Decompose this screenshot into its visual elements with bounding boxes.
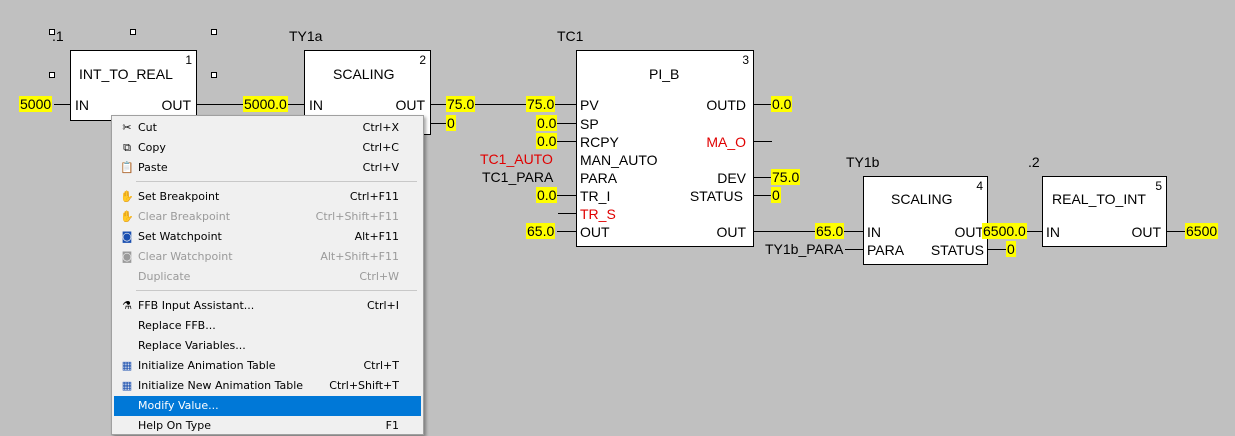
value-b4-in[interactable]: 65.0 [815,223,845,239]
block-number: 3 [742,53,749,67]
pin-man-auto[interactable]: MAN_AUTO [580,152,658,168]
clear-watchpoint-icon: ◙ [121,250,133,263]
menu-separator [136,290,417,291]
value-b1-in[interactable]: 5000 [19,96,53,112]
pin-tr-s[interactable]: TR_S [580,206,616,222]
menu-item-help-on-type[interactable]: Help On Type F1 [138,419,399,432]
real-to-int-block[interactable]: REAL_TO_INT 5 IN OUT [1042,176,1167,247]
watchpoint-icon: ◙ [121,230,133,243]
selection-handle[interactable] [211,72,217,78]
scaling-block-2[interactable]: SCALING 4 IN PARA OUT STATUS [863,176,988,265]
pin-in[interactable]: IN [309,97,323,113]
breakpoint-icon: ✋ [120,190,134,203]
menu-item-cut[interactable]: ✂ Cut Ctrl+X [114,118,421,138]
value-b3-sp[interactable]: 0.0 [536,115,558,131]
menu-item-clear-breakpoint[interactable]: ✋ Clear Breakpoint Ctrl+Shift+F11 [120,210,399,223]
block-instance-name: TC1 [557,28,584,44]
value-b3-rcpy[interactable]: 0.0 [536,133,558,149]
context-menu[interactable]: ✂ Cut Ctrl+X ⧉ Copy Ctrl+C 📋 Paste Ctrl+… [111,115,424,435]
menu-item-modify-value[interactable]: Modify Value... [114,396,421,416]
menu-item-set-breakpoint[interactable]: ✋ Set Breakpoint Ctrl+F11 [120,190,399,203]
variable-man-auto[interactable]: TC1_AUTO [480,151,553,167]
menu-item-duplicate[interactable]: Duplicate Ctrl+W [138,270,399,283]
value-b5-out[interactable]: 6500 [1185,223,1219,239]
block-number: 1 [185,53,192,67]
pin-pv[interactable]: PV [580,97,599,113]
selection-handle[interactable] [49,72,55,78]
block-number: 5 [1155,179,1162,193]
block-number: 4 [976,179,983,193]
menu-item-copy[interactable]: ⧉ Copy Ctrl+C [114,138,421,158]
value-b2-status[interactable]: 0 [446,115,456,131]
pin-in[interactable]: IN [867,224,881,240]
pin-outd[interactable]: OUTD [706,97,746,113]
pin-out[interactable]: OUT [1131,224,1161,240]
pin-para[interactable]: PARA [580,170,618,186]
selection-handle[interactable] [211,29,217,35]
pin-para[interactable]: PARA [867,242,905,258]
block-type-label: INT_TO_REAL [79,66,173,82]
paste-icon: 📋 [120,161,134,174]
menu-item-initialize-new-animation-table[interactable]: ▦ Initialize New Animation Table Ctrl+Sh… [121,379,399,392]
pin-sp[interactable]: SP [580,116,599,132]
block-type-label: SCALING [333,66,395,82]
pin-out[interactable]: OUT [716,224,746,240]
new-animation-table-icon: ▦ [121,379,133,392]
menu-item-paste[interactable]: 📋 Paste Ctrl+V [120,161,399,174]
pin-status[interactable]: STATUS [930,242,984,258]
menu-item-initialize-animation-table[interactable]: ▦ Initialize Animation Table Ctrl+T [121,359,399,372]
block-instance-name: .2 [1028,154,1040,170]
menu-item-replace-ffb[interactable]: Replace FFB... [138,319,216,332]
ffb-assistant-icon: ⚗ [122,299,132,312]
value-b4-status[interactable]: 0 [1006,241,1016,257]
block-type-label: PI_B [649,66,680,82]
pi-b-block[interactable]: PI_B 3 PV SP RCPY MAN_AUTO PARA TR_I TR_… [576,50,754,247]
selection-handle[interactable] [49,29,55,35]
pin-tr-i[interactable]: TR_I [580,188,611,204]
variable-para[interactable]: TC1_PARA [482,169,554,185]
selection-handle[interactable] [130,29,136,35]
pin-out-input[interactable]: OUT [580,224,610,240]
int-to-real-block[interactable]: INT_TO_REAL 1 IN OUT [70,50,197,121]
copy-icon: ⧉ [123,141,131,154]
value-b3-pv[interactable]: 75.0 [526,96,556,112]
pin-status[interactable]: STATUS [689,188,743,204]
menu-separator [136,181,417,182]
value-b3-status[interactable]: 0 [771,187,781,203]
block-instance-name: .1 [52,28,64,44]
pin-rcpy[interactable]: RCPY [580,134,619,150]
menu-item-set-watchpoint[interactable]: ◙ Set Watchpoint Alt+F11 [121,230,399,243]
block-instance-name: TY1a [289,28,323,44]
scissors-icon: ✂ [122,121,132,134]
value-b3-out-input[interactable]: 65.0 [526,223,556,239]
value-b3-outd[interactable]: 0.0 [771,96,793,112]
clear-breakpoint-icon: ✋ [120,210,134,223]
value-b1-out[interactable]: 5000.0 [243,96,288,112]
menu-item-ffb-input-assistant[interactable]: ⚗ FFB Input Assistant... Ctrl+I [114,296,421,316]
pin-in[interactable]: IN [75,97,89,113]
block-type-label: REAL_TO_INT [1052,191,1146,207]
pin-in[interactable]: IN [1046,224,1060,240]
pin-out[interactable]: OUT [161,97,191,113]
block-type-label: SCALING [891,191,953,207]
menu-item-replace-variables[interactable]: Replace Variables... [138,339,246,352]
pin-dev[interactable]: DEV [717,170,746,186]
pin-out[interactable]: OUT [954,224,984,240]
value-b4-out[interactable]: 6500.0 [982,223,1027,239]
animation-table-icon: ▦ [121,359,133,372]
value-b3-dev[interactable]: 75.0 [771,169,801,185]
variable-b4-para[interactable]: TY1b_PARA [765,241,844,257]
pin-ma-o[interactable]: MA_O [706,134,746,150]
block-number: 2 [419,53,426,67]
pin-out[interactable]: OUT [395,97,425,113]
menu-item-clear-watchpoint[interactable]: ◙ Clear Watchpoint Alt+Shift+F11 [121,250,399,263]
value-b2-out[interactable]: 75.0 [446,96,476,112]
value-b3-tr-i[interactable]: 0.0 [536,187,558,203]
block-instance-name: TY1b [846,154,880,170]
